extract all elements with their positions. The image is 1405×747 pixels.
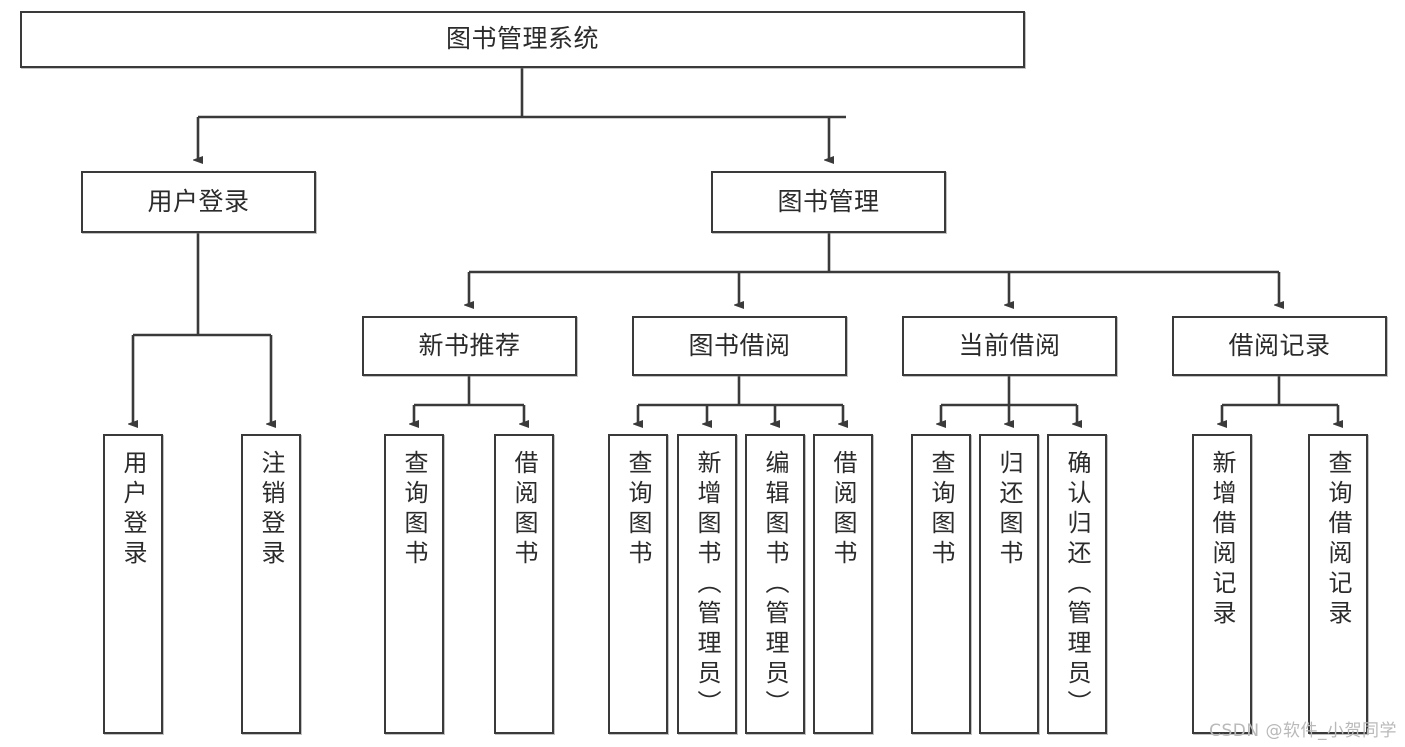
node-label: 新增图书（管理员）	[693, 450, 721, 720]
node-root-system[interactable]: 图书管理系统	[20, 11, 1025, 68]
node-label: 图书管理系统	[445, 24, 599, 54]
leaf-query-book-new-recommend[interactable]: 查询图书	[384, 434, 444, 734]
node-book-borrow[interactable]: 图书借阅	[632, 316, 847, 376]
node-label: 借阅图书	[829, 450, 857, 570]
node-label: 查询图书	[400, 450, 428, 570]
leaf-add-book[interactable]: 新增图书（管理员）	[677, 434, 737, 734]
node-borrow-record[interactable]: 借阅记录	[1172, 316, 1387, 376]
node-label: 查询图书	[927, 450, 955, 570]
leaf-return-book[interactable]: 归还图书	[979, 434, 1039, 734]
node-label: 确认归还（管理员）	[1063, 450, 1091, 720]
leaf-borrow-book[interactable]: 借阅图书	[813, 434, 873, 734]
node-label: 图书管理	[777, 186, 880, 216]
csdn-watermark: CSDN @软件_小贺同学	[1209, 721, 1397, 741]
node-label: 图书借阅	[688, 330, 791, 360]
leaf-query-book-current[interactable]: 查询图书	[911, 434, 971, 734]
node-label: 借阅记录	[1228, 330, 1331, 360]
node-user-login[interactable]: 用户登录	[81, 171, 316, 233]
node-label: 新增借阅记录	[1208, 450, 1236, 630]
leaf-add-borrow-record[interactable]: 新增借阅记录	[1192, 434, 1252, 734]
node-label: 查询图书	[624, 450, 652, 570]
node-label: 当前借阅	[958, 330, 1061, 360]
leaf-query-borrow-record[interactable]: 查询借阅记录	[1308, 434, 1368, 734]
leaf-borrow-book-new-recommend[interactable]: 借阅图书	[494, 434, 554, 734]
node-label: 新书推荐	[418, 330, 521, 360]
node-new-book-recommend[interactable]: 新书推荐	[362, 316, 577, 376]
node-label: 用户登录	[147, 186, 250, 216]
node-label: 用户登录	[119, 450, 147, 570]
node-book-management[interactable]: 图书管理	[711, 171, 946, 233]
node-label: 借阅图书	[510, 450, 538, 570]
leaf-query-book-borrow[interactable]: 查询图书	[608, 434, 668, 734]
leaf-confirm-return[interactable]: 确认归还（管理员）	[1047, 434, 1107, 734]
leaf-logout-login[interactable]: 注销登录	[241, 434, 301, 734]
node-label: 编辑图书（管理员）	[761, 450, 789, 720]
node-label: 归还图书	[995, 450, 1023, 570]
leaf-edit-book[interactable]: 编辑图书（管理员）	[745, 434, 805, 734]
node-label: 查询借阅记录	[1324, 450, 1352, 630]
node-label: 注销登录	[257, 450, 285, 570]
leaf-user-login[interactable]: 用户登录	[103, 434, 163, 734]
node-current-borrow[interactable]: 当前借阅	[902, 316, 1117, 376]
